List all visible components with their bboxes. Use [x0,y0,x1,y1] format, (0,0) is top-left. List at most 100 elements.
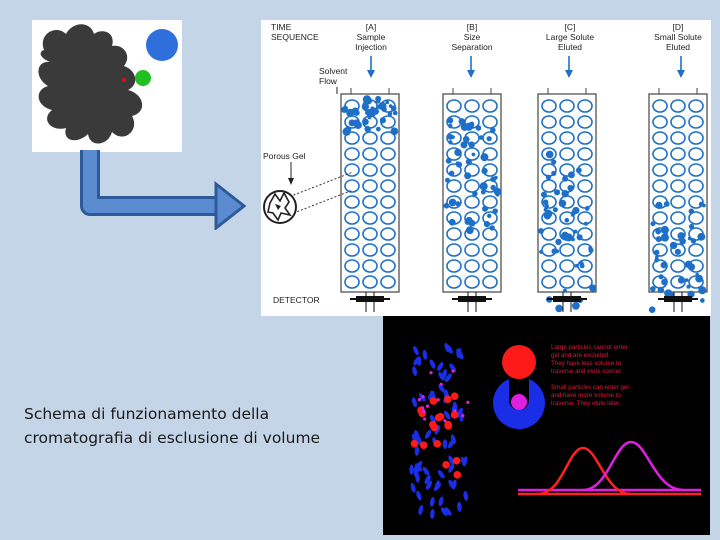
large-particle-dot [450,411,459,419]
gel-bead [559,99,575,113]
small-particle [511,394,527,410]
small-particle-dot [417,398,421,402]
solute-dot [471,152,476,157]
gel-pellet [449,363,457,373]
time-sequence-title: TIME SEQUENCE [271,22,319,42]
gel-pellet [440,507,448,517]
solute-dot [448,140,453,145]
solute-dot [657,286,665,294]
solute-dot [447,117,454,124]
gel-pellet [409,464,414,475]
small-particles-note: Small particles can enter gel and have m… [551,384,629,407]
exclusion-animation-panel: Large particles cannot enter gel and are… [383,316,710,535]
solute-dot [545,174,552,180]
gel-bead [482,243,498,257]
gel-pellet [414,445,420,456]
gel-bead-icon [493,379,545,429]
solvent-flow-label: Solvent Flow [319,66,348,86]
gel-pellet [413,345,419,356]
gel-bead [362,147,378,161]
gel-bead [577,195,593,209]
gel-bead [688,179,704,193]
detector-label: DETECTOR [273,295,320,305]
gel-bead [577,131,593,145]
solute-dot [575,167,582,174]
animation-svg [409,342,701,519]
solute-dot [490,184,496,191]
gel-pellet [410,482,416,493]
solute-dot [650,286,656,292]
solute-dot [454,148,462,157]
solute-dot [489,225,495,231]
large-particle-dot [433,440,441,448]
gel-bead [541,179,557,193]
solute-dot [480,189,486,195]
gel-bead [344,147,360,161]
gel-pellet [437,470,445,479]
gel-bead [380,243,396,257]
gel-bead [380,227,396,241]
gel-bead [670,179,686,193]
gel-bead [464,275,480,289]
solute-dot [487,213,492,218]
large-particle-dot [436,412,445,421]
solute-dot [654,255,659,260]
solute-dot [542,199,549,206]
solute-dot [448,198,457,207]
gel-pellet [424,475,431,485]
column-tube [537,93,597,293]
gel-bead [380,163,396,177]
gel-pellet [412,366,418,377]
solute-dot [543,207,548,212]
solute-dot [486,136,492,142]
small-particle-dot [421,395,425,399]
columns-svg [263,56,708,313]
gel-bead [362,163,378,177]
solute-dot [492,208,498,214]
solute-dot [560,231,569,240]
solute-dot [455,161,460,166]
gel-pellet [434,425,441,435]
gel-pellet [418,505,424,515]
large-particle-dot [444,420,452,429]
solute-dot [475,125,482,131]
flow-arrowhead [467,70,475,78]
solute-dot [686,284,691,289]
gel-bead [344,259,360,273]
solute-dot [571,301,580,310]
gel-bead [380,195,396,209]
solute-dot [562,175,569,182]
gel-bead [559,243,575,257]
solute-dot [573,229,578,234]
detector-valve [452,298,492,300]
solute-dot [545,150,554,159]
gel-bead [670,195,686,209]
solute-dot [388,104,393,108]
solute-dot [588,245,593,251]
solute-dot [567,171,575,179]
solute-dot [552,207,558,213]
gel-bead [652,131,668,145]
gel-bead [344,179,360,193]
gel-particle-image [32,20,182,152]
solute-dot [561,190,569,198]
solute-dot [677,276,685,284]
solute-dot [564,217,570,223]
large-particle-dot [419,441,428,449]
gel-bead [446,243,462,257]
gel-bead [688,147,704,161]
gel-bead [670,211,686,225]
time-sequence-diagram: TIME SEQUENCE [A] Sample Injection [B] S… [261,20,711,316]
solute-dot [695,272,699,277]
gel-bead [464,195,480,209]
gel-pellet [448,479,455,489]
solute-dot [555,304,563,313]
gel-bead [541,275,557,289]
gel-bead [362,259,378,273]
solute-dot [699,298,705,303]
gel-bead [362,227,378,241]
gel-bead [577,115,593,129]
elution-curve-red [537,446,632,496]
gel-bead [577,147,593,161]
solute-dot [348,119,356,127]
